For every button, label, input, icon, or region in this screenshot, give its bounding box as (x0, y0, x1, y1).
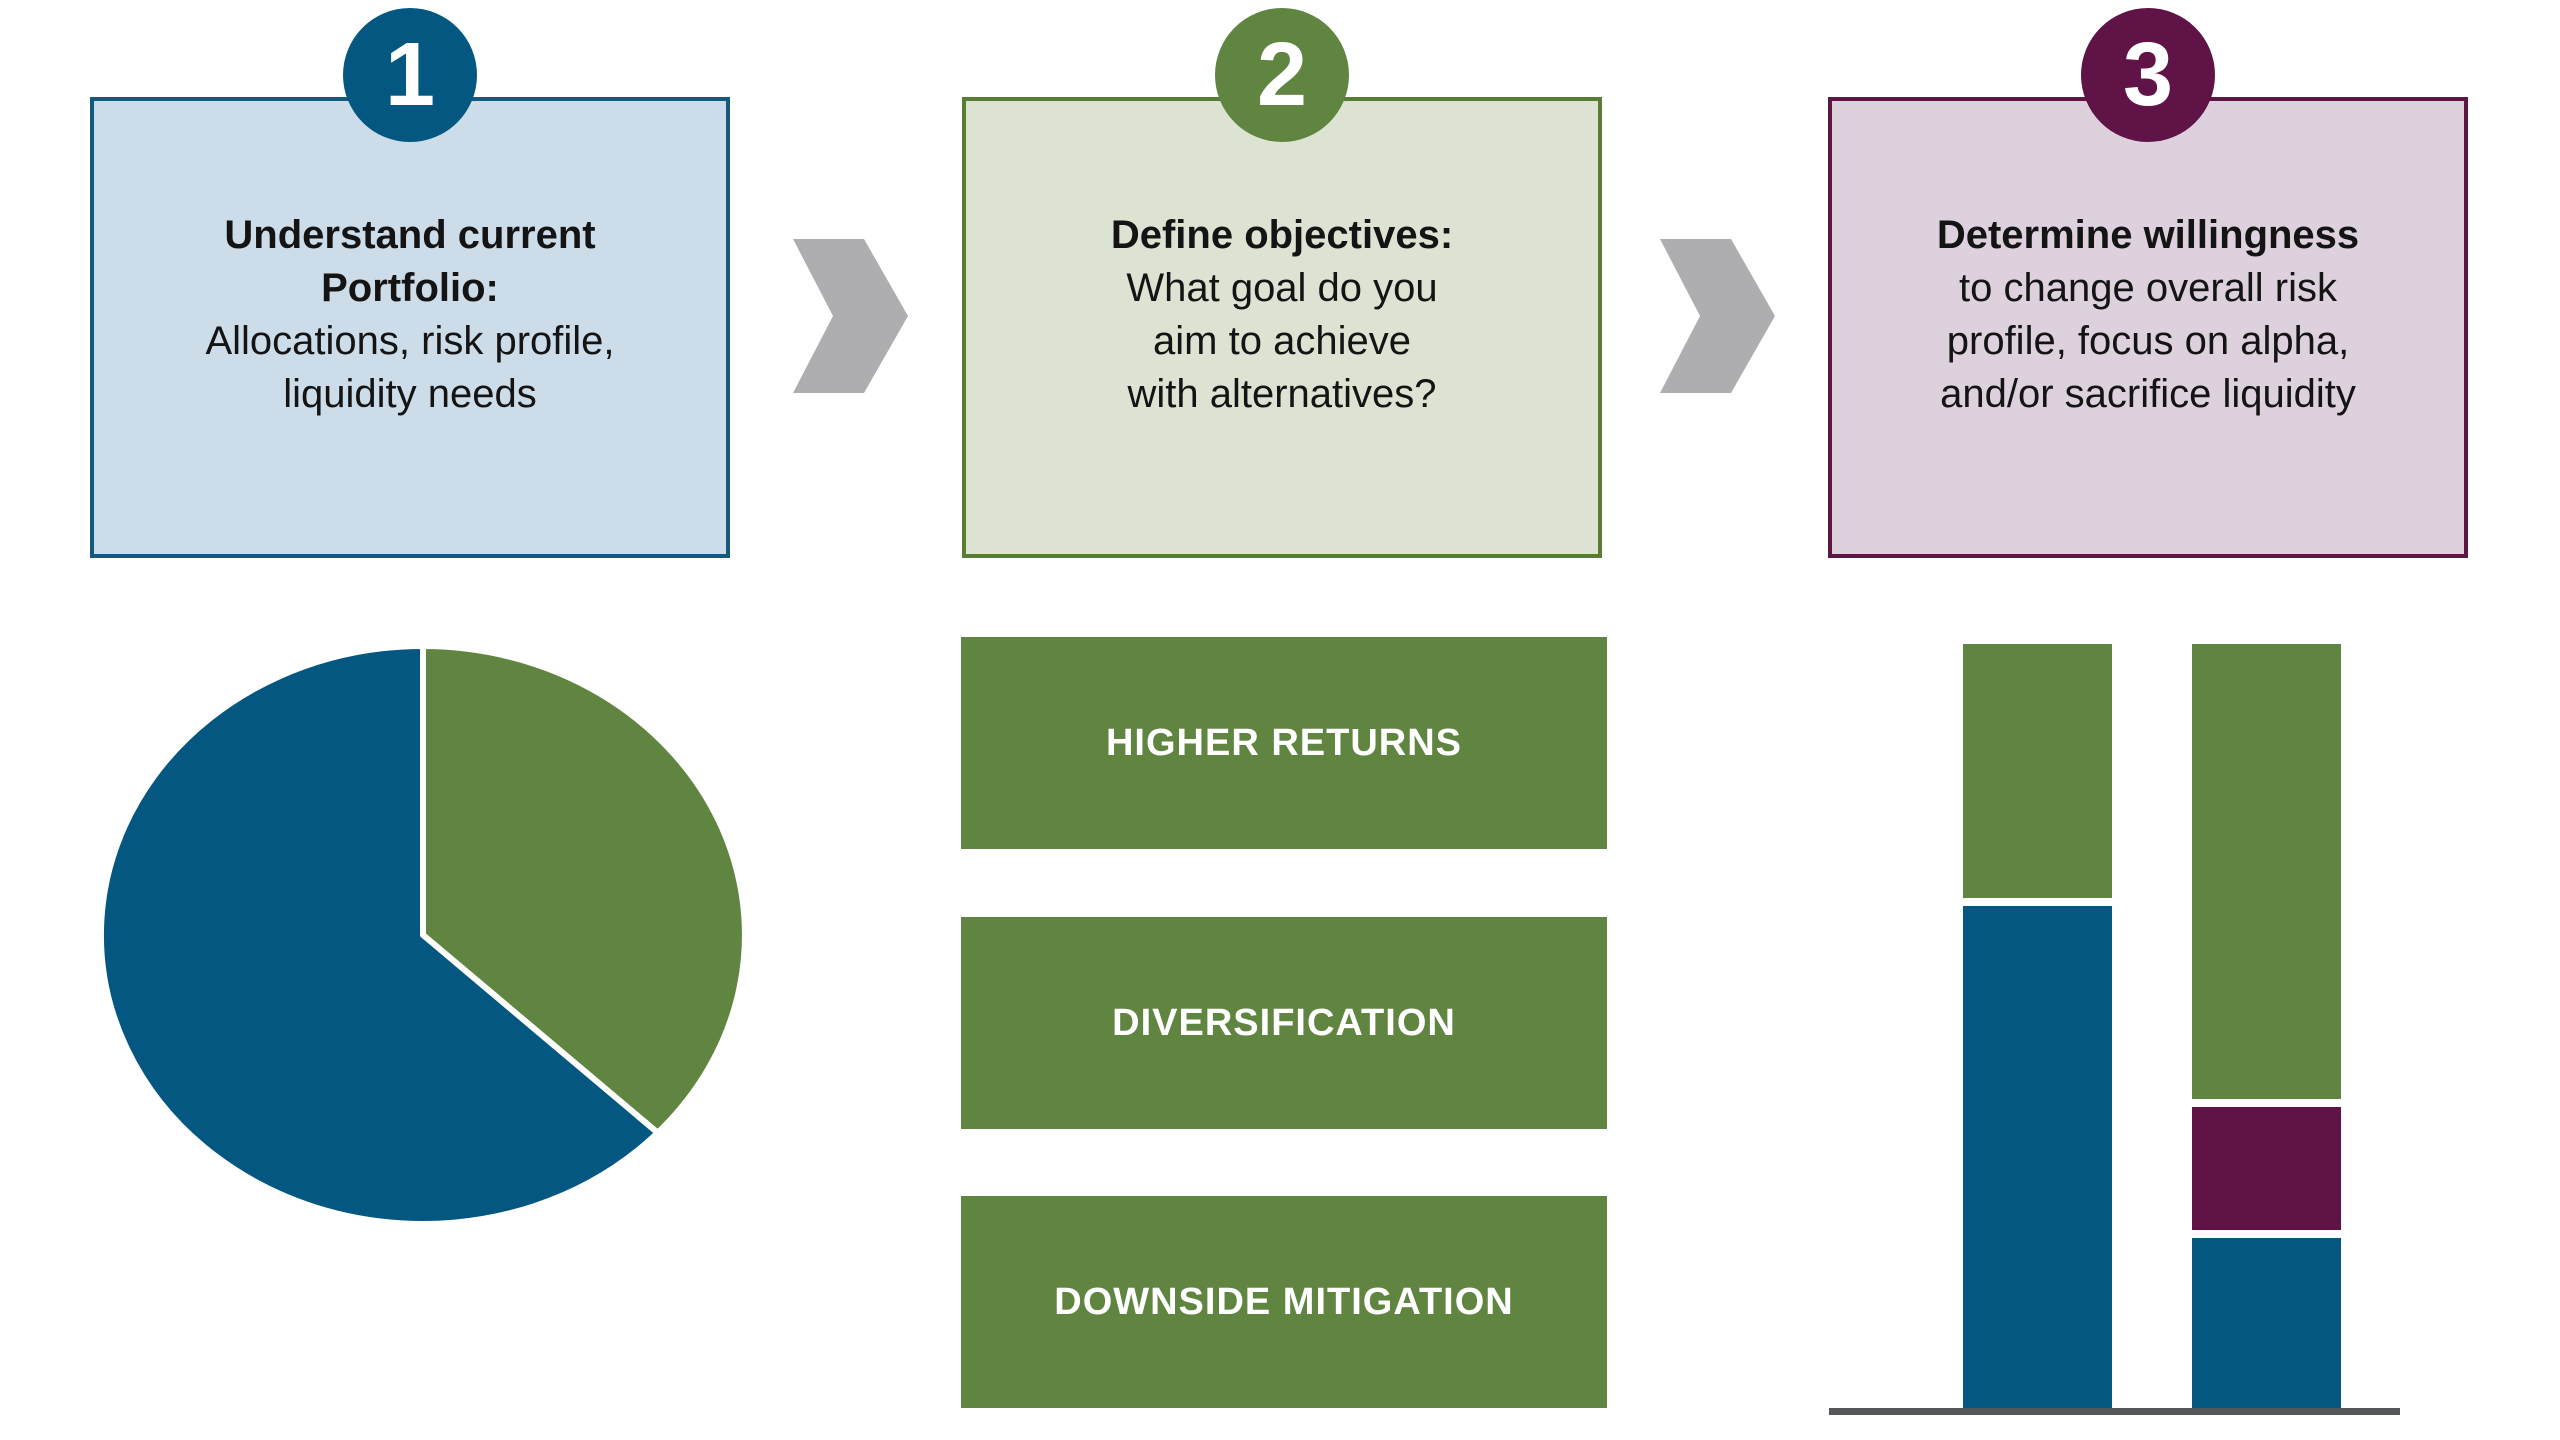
stacked-bars-baseline (1829, 1408, 2400, 1415)
step-1-title-line: Understand current (224, 212, 596, 257)
objective-bar-label: DOWNSIDE MITIGATION (1054, 1280, 1514, 1323)
step-3-body-line: and/or sacrifice liquidity (1940, 371, 2356, 416)
objective-bar-label: DIVERSIFICATION (1112, 1001, 1456, 1044)
step-3-title-line: Determine willingness (1936, 212, 2360, 257)
objective-bar-label: HIGHER RETURNS (1105, 721, 1463, 764)
step-2-number: 2 (1256, 25, 1308, 125)
stacked-bar-right (2192, 644, 2341, 1408)
pie-slice-green (420, 643, 748, 1136)
step-1-number: 1 (384, 25, 436, 125)
step-2-body-line: aim to achieve (1153, 318, 1411, 363)
chevron-right-icon (793, 239, 908, 393)
stacked-segment-blue (1963, 898, 2112, 1408)
portfolio-pie-chart (97, 643, 748, 1227)
objective-bar-diversification: DIVERSIFICATION (961, 917, 1607, 1129)
step-2-body-line: What goal do you (1126, 265, 1438, 310)
stacked-bar-left (1963, 644, 2112, 1408)
step-1-number-badge: 1 (343, 8, 477, 142)
step-2-number-badge: 2 (1215, 8, 1349, 142)
stacked-segment-blue (2192, 1230, 2341, 1408)
step-2-body-line: with alternatives? (1127, 371, 1437, 416)
stacked-segment-green (1963, 644, 2112, 898)
chevron-right-icon (1660, 239, 1775, 393)
step-3-box: Determine willingness to change overall … (1828, 97, 2468, 558)
step-3-body-line: profile, focus on alpha, (1946, 318, 2350, 363)
step-card-3: 3 Determine willingness to change overal… (1828, 8, 2468, 568)
step-1-box: Understand current Portfolio: Allocation… (90, 97, 730, 558)
step-card-1: 1 Understand current Portfolio: Allocati… (90, 8, 730, 568)
step-card-2: 2 Define objectives: What goal do you ai… (962, 8, 1602, 568)
pie-slice-blue (97, 643, 661, 1227)
objective-bar-higher-returns: HIGHER RETURNS (961, 637, 1607, 849)
step-1-body-line: liquidity needs (283, 371, 537, 416)
step-2-title-line: Define objectives: (1110, 212, 1454, 257)
stacked-segment-plum (2192, 1099, 2341, 1230)
stacked-segment-green (2192, 644, 2341, 1099)
step-1-title-line: Portfolio: (321, 265, 499, 310)
step-3-number: 3 (2122, 25, 2174, 125)
step-3-body-line: to change overall risk (1959, 265, 2337, 310)
objective-bar-downside-mitigation: DOWNSIDE MITIGATION (961, 1196, 1607, 1408)
step-3-number-badge: 3 (2081, 8, 2215, 142)
step-1-body-line: Allocations, risk profile, (205, 318, 615, 363)
step-2-box: Define objectives: What goal do you aim … (962, 97, 1602, 558)
